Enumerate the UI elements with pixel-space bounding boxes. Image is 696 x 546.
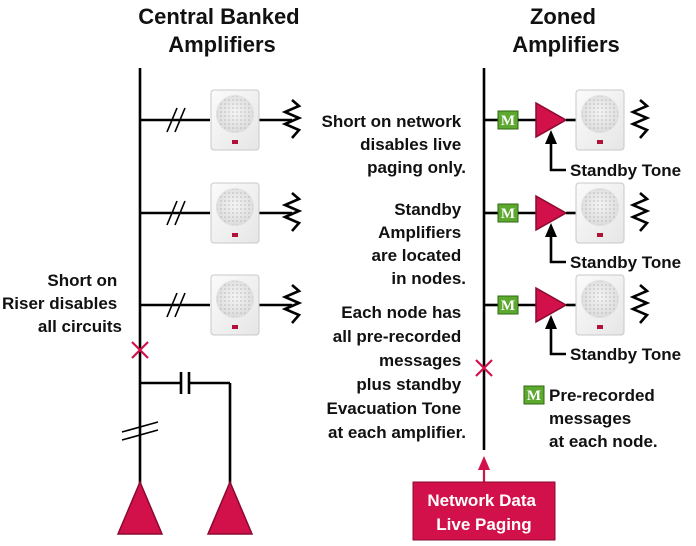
zoned-node-2: M Standby Tone — [484, 192, 681, 272]
amplifier-triangle-icon — [535, 286, 568, 324]
end-of-line-resistor-icon — [629, 99, 651, 139]
left-branch-3 — [140, 284, 303, 324]
standby-tone-label: Standby Tone — [570, 345, 681, 364]
end-of-line-resistor-icon — [281, 99, 303, 139]
right-note-node-messages: Each node has all pre-recorded messages … — [327, 303, 467, 442]
capacitor-branch — [140, 372, 232, 490]
network-input-arrow — [478, 456, 490, 482]
standby-arrow — [549, 227, 566, 264]
standby-tone-label: Standby Tone — [570, 253, 681, 272]
svg-text:M: M — [501, 113, 515, 129]
end-of-line-resistor-icon — [281, 284, 303, 324]
svg-text:M: M — [501, 298, 515, 314]
break-mark — [166, 292, 178, 318]
module-icon — [523, 385, 545, 405]
right-title: Zoned Amplifiers — [512, 4, 620, 57]
right-note-network-short: Short on network disables live paging on… — [321, 112, 466, 177]
amplifier-triangle-icon — [535, 194, 568, 232]
speaker-icon — [575, 274, 625, 336]
speaker-icon — [210, 274, 260, 336]
fault-x-mark — [475, 359, 493, 377]
break-mark — [166, 200, 178, 226]
end-of-line-resistor-icon — [629, 192, 651, 232]
break-mark — [166, 107, 178, 133]
end-of-line-resistor-icon — [281, 192, 303, 232]
zoned-node-3: M Standby Tone — [484, 284, 681, 364]
left-branch-2 — [140, 192, 303, 232]
network-box-label: Network Data Live Paging — [427, 491, 540, 534]
right-title-line-2: Amplifiers — [512, 32, 620, 57]
left-branch-1 — [140, 99, 303, 139]
speaker-icon — [210, 182, 260, 244]
standby-arrow — [549, 319, 566, 356]
left-title: Central Banked Amplifiers — [138, 4, 306, 57]
left-title-line-1: Central Banked — [138, 4, 299, 29]
right-title-line-1: Zoned — [530, 4, 596, 29]
amplifier-triangle-icon — [116, 480, 164, 535]
right-note-standby-amplifiers: Standby Amplifiers are located in nodes. — [372, 200, 467, 288]
break-mark — [174, 292, 186, 318]
speaker-icon — [575, 89, 625, 151]
break-mark — [174, 107, 186, 133]
speaker-icon — [575, 182, 625, 244]
end-of-line-resistor-icon — [629, 284, 651, 324]
speaker-icon — [210, 89, 260, 151]
amplifier-triangle-icon — [206, 480, 254, 535]
module-legend: M Pre-recorded messages at each node. — [523, 385, 660, 451]
left-title-line-2: Amplifiers — [168, 32, 276, 57]
left-fault-note: Short on Riser disables all circuits — [2, 271, 122, 336]
zoned-node-1: M Standby Tone — [484, 99, 681, 180]
break-mark — [174, 200, 186, 226]
network-data-box: Network Data Live Paging — [412, 481, 556, 541]
standby-arrow — [549, 134, 566, 172]
legend-text: Pre-recorded messages at each node. — [549, 386, 660, 451]
svg-text:M: M — [501, 206, 515, 222]
standby-tone-label: Standby Tone — [570, 161, 681, 180]
amplifier-triangle-icon — [535, 101, 568, 139]
svg-text:M: M — [527, 388, 541, 404]
fault-x-mark — [131, 341, 149, 359]
riser-break-mark — [121, 421, 159, 441]
